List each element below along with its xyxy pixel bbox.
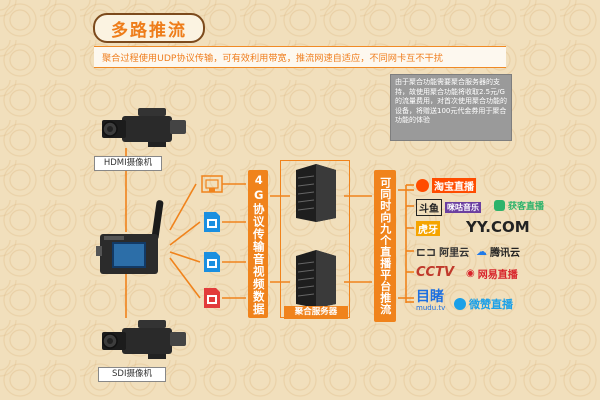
platform-douyu: 斗鱼 咪咕音乐 xyxy=(416,199,481,216)
video-camera-icon xyxy=(102,320,186,359)
platform-netease: ◉ 网易直播 xyxy=(466,268,518,281)
encoder-icon xyxy=(96,200,164,274)
netease-icon: ◉ xyxy=(466,268,475,279)
line-to-sim2 xyxy=(169,251,201,263)
platform-tencent-cloud: ☁ 腾讯云 xyxy=(476,245,520,259)
platform-yy: YY.COM xyxy=(466,218,530,236)
sdi-camera xyxy=(100,318,192,366)
platform-cctv: CCTV xyxy=(416,265,455,280)
line-to-ethernet xyxy=(169,183,197,231)
platform-aliyun: ⊏⊐ 阿里云 xyxy=(416,244,470,260)
platform-huoke: 获客直播 xyxy=(494,199,544,212)
title-box: 多路推流 xyxy=(93,13,205,43)
line-to-sim3 xyxy=(169,257,201,299)
fee-note: 由于聚合功能需要聚合服务器的支持，故使用聚合功能将收取2.5元/G的流量费用，对… xyxy=(390,74,512,141)
huoke-icon xyxy=(494,200,505,211)
aliyun-icon: ⊏⊐ xyxy=(416,244,437,259)
line-to-sim1 xyxy=(169,221,201,246)
encoder-device xyxy=(96,200,176,280)
ethernet-port-icon xyxy=(200,172,224,198)
tencent-cloud-icon: ☁ xyxy=(476,245,487,258)
server-rack-icon xyxy=(292,250,340,312)
platform-huya: 虎牙 xyxy=(416,221,440,236)
transport-label: 4G协议传输音视频数据 xyxy=(251,172,266,316)
sdi-camera-label: SDI摄像机 xyxy=(98,367,166,382)
page-title: 多路推流 xyxy=(111,20,187,41)
platform-weizan: 微赞直播 xyxy=(454,296,513,312)
description-text: 聚合过程使用UDP协议传输，可有效利用带宽，推流网速自适应，不同网卡互不干扰 xyxy=(102,53,443,64)
sim-card-icon xyxy=(202,210,222,238)
sim-card-icon xyxy=(202,286,222,314)
sim-card-icon xyxy=(202,250,222,278)
distribution-band: 可同时向九个直播平台推流 xyxy=(374,170,396,322)
platform-taobao: 淘宝直播 xyxy=(416,178,476,193)
weizan-icon xyxy=(454,298,466,310)
taobao-icon xyxy=(416,179,429,192)
description-box: 聚合过程使用UDP协议传输，可有效利用带宽，推流网速自适应，不同网卡互不干扰 xyxy=(94,46,506,68)
transport-band: 4G协议传输音视频数据 xyxy=(248,170,268,318)
video-camera-icon xyxy=(102,108,186,147)
server-label: 聚合服务器 xyxy=(284,306,348,319)
hdmi-camera-label: HDMI摄像机 xyxy=(94,156,162,171)
server-rack-icon xyxy=(292,164,340,226)
distribution-label: 可同时向九个直播平台推流 xyxy=(378,177,392,315)
hdmi-camera xyxy=(100,106,192,154)
platform-mudu: 目睹 mudu.tv xyxy=(416,289,446,312)
